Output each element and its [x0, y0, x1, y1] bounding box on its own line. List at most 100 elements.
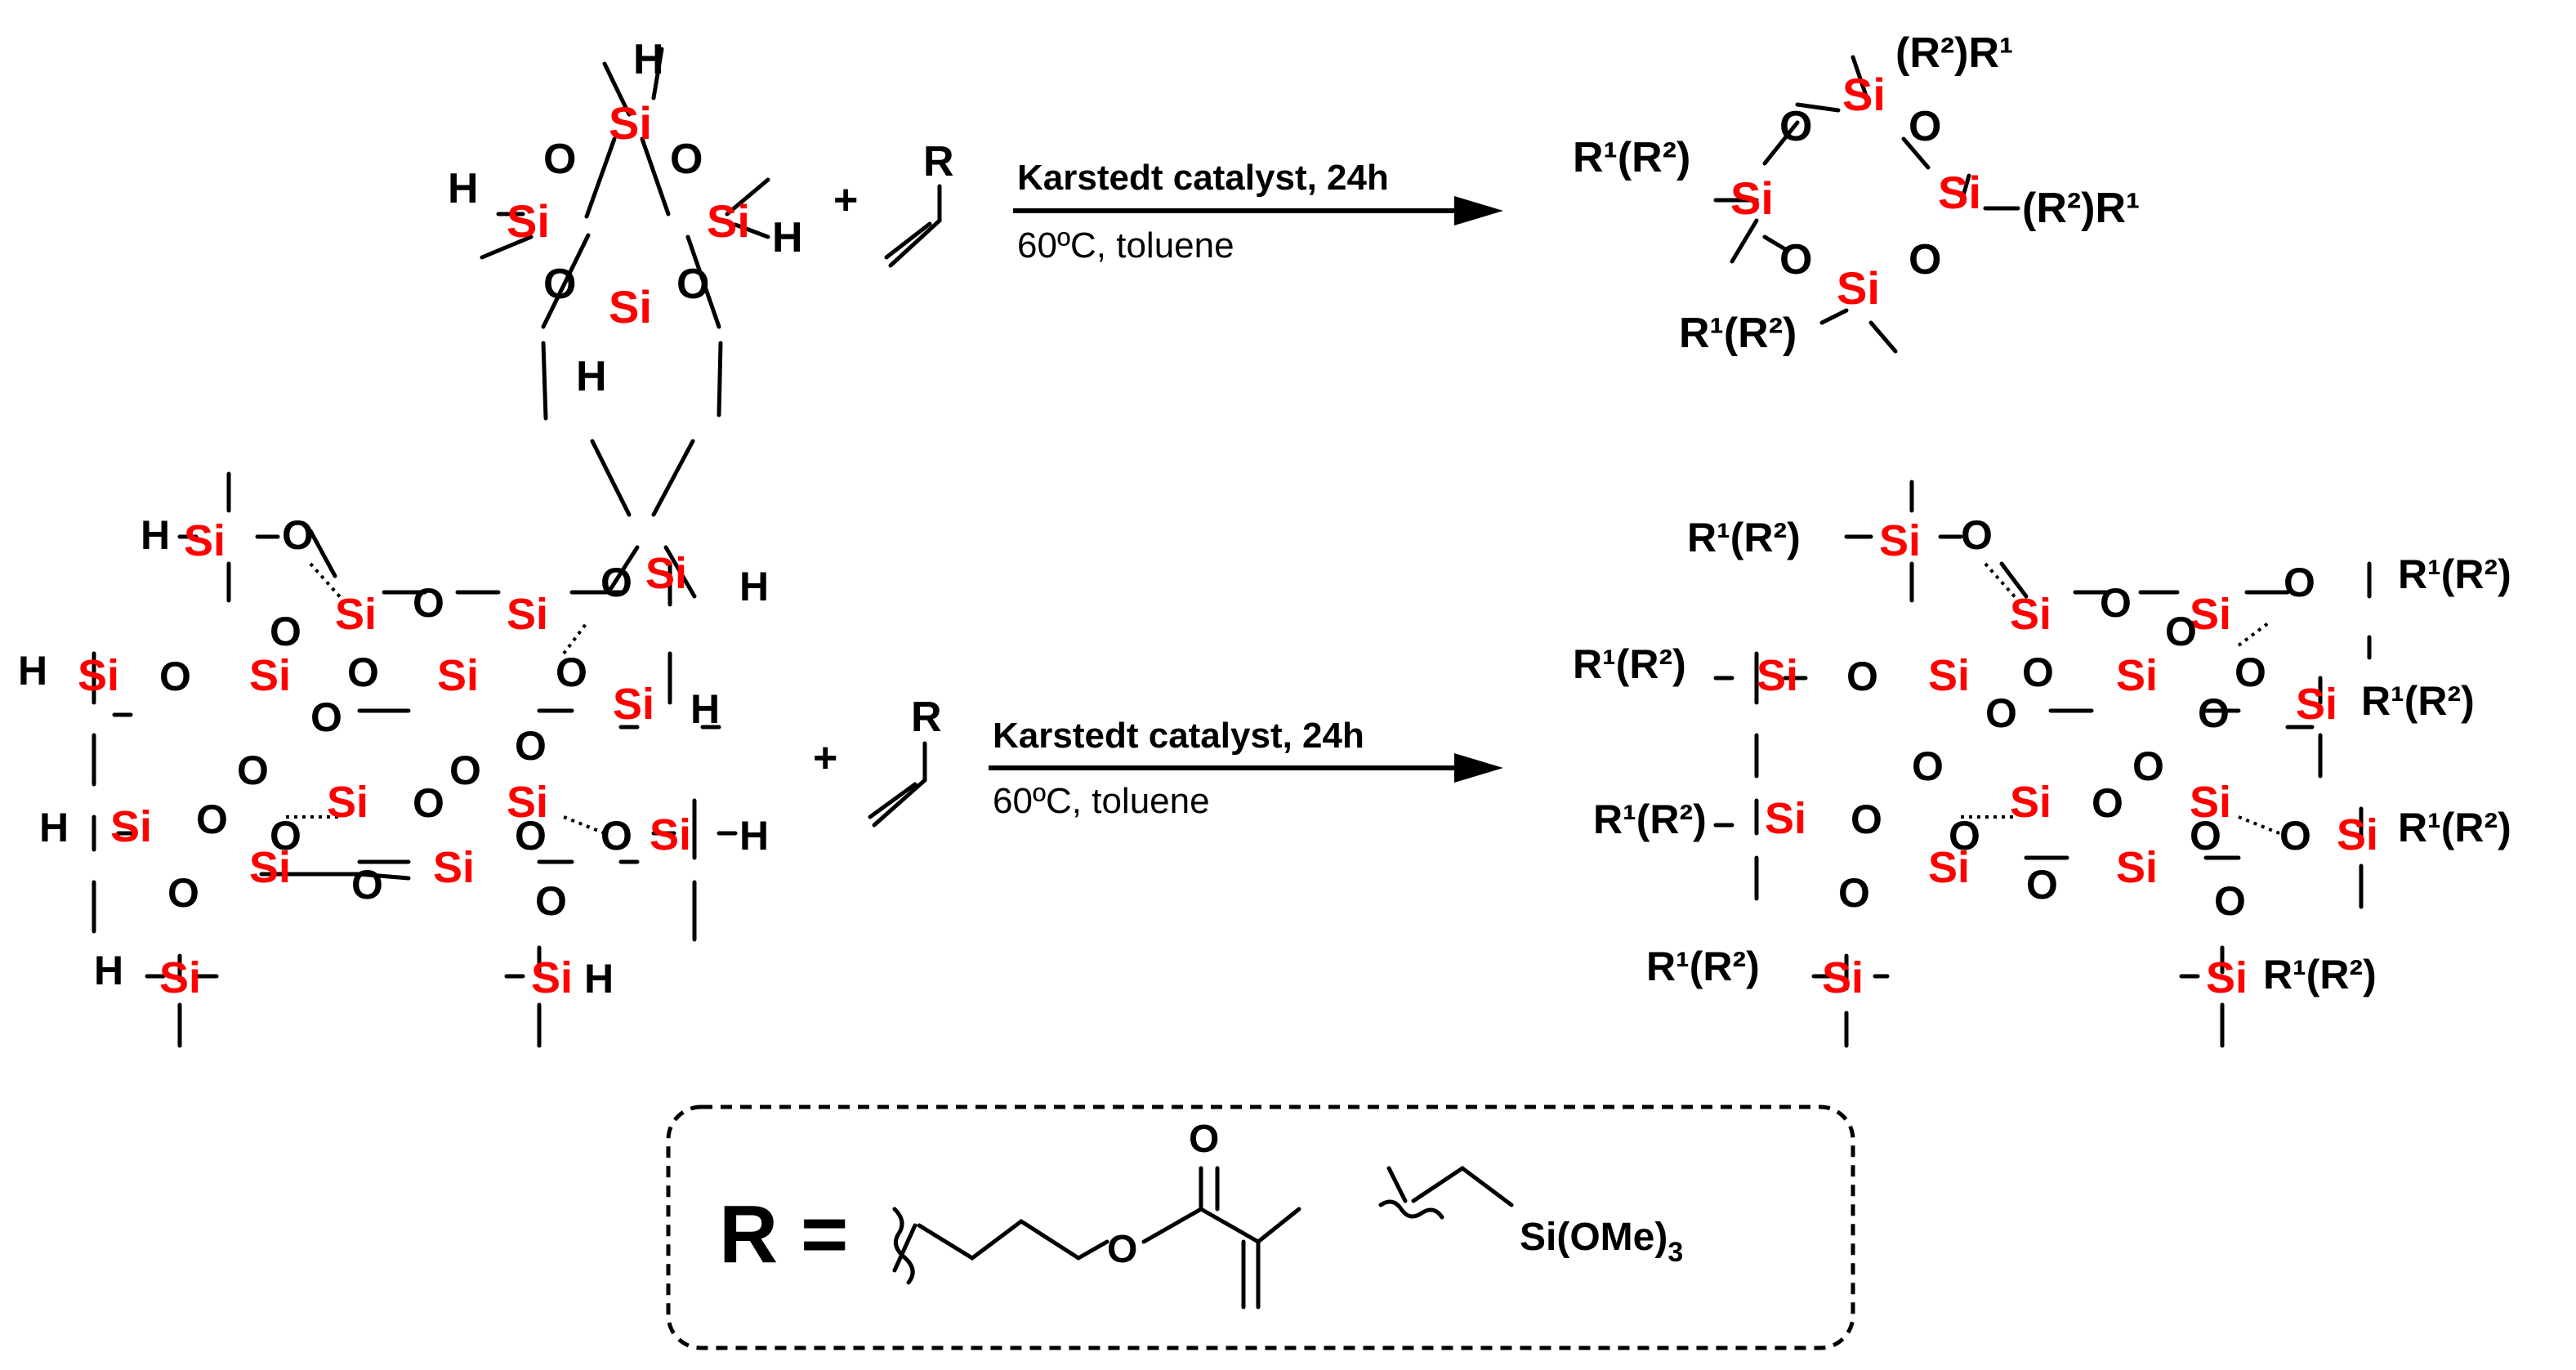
o-atom: O [1949, 813, 1980, 859]
si-atom: Si [645, 549, 687, 598]
o-atom: O [2092, 780, 2123, 826]
ester-oxygen: O [1107, 1228, 1137, 1271]
si-atom: Si [1730, 172, 1774, 224]
substituent-label: R¹(R²) [2263, 952, 2377, 997]
conditions-temp-solvent: 60ºC, toluene [993, 781, 1210, 821]
o-atom: O [1985, 690, 2017, 736]
o-atom: O [1961, 512, 1993, 558]
si-atom: Si [2296, 680, 2337, 729]
o-atom: O [2132, 743, 2164, 789]
o-atom: O [237, 747, 269, 793]
h-atom: H [141, 512, 170, 558]
si-atom: Si [1765, 794, 1806, 843]
trimethoxysilyl-text: Si(OMe) [1520, 1216, 1667, 1259]
si-atom: Si [1928, 651, 1970, 700]
trimethoxysilyl-label: Si(OMe)3 [1520, 1216, 1683, 1268]
si-atom: Si [1837, 262, 1880, 314]
o-atom: O [270, 813, 301, 859]
substituent-label: R¹(R²) [1687, 515, 1801, 560]
reactant-poss-cage: Si Si Si Si Si Si Si Si Si Si Si Si Si S… [18, 471, 769, 1048]
si-atom: Si [507, 590, 548, 639]
o-atom: O [2234, 649, 2266, 695]
si-atom: Si [1879, 516, 1921, 565]
o-atom: O [1779, 103, 1812, 150]
o-atom: O [270, 609, 301, 654]
si-atom: Si [433, 843, 475, 892]
substituent-label: R¹(R²) [1573, 641, 1686, 687]
o-atom: O [2190, 813, 2221, 859]
o-atom: O [1838, 870, 1870, 916]
o-atom: O [2026, 862, 2058, 908]
si-atom: Si [327, 778, 368, 827]
conditions-temp-solvent: 60ºC, toluene [1017, 225, 1234, 266]
si-atom: Si [184, 516, 225, 565]
h-atom: H [18, 648, 47, 694]
o-atom: O [515, 723, 547, 769]
substituent-label: R¹(R²) [1573, 134, 1690, 181]
si-atom: Si [78, 651, 119, 700]
o-atom: O [543, 261, 576, 308]
substituent-label: R¹(R²) [2398, 551, 2511, 597]
si-atom: Si [1938, 167, 1981, 218]
si-atom: Si [2010, 590, 2051, 639]
si-atom: Si [707, 195, 750, 247]
o-atom: O [2214, 878, 2246, 924]
h-atom: H [576, 353, 607, 400]
o-atom: O [1779, 236, 1812, 283]
o-atom: O [167, 870, 199, 916]
si-atom: Si [1822, 953, 1864, 1002]
si-atom: Si [531, 953, 573, 1002]
r-group-label: R [923, 138, 954, 185]
si-atom: Si [2116, 843, 2158, 892]
product-poss-cage: Si Si Si Si Si Si Si Si Si Si Si Si Si S… [1573, 480, 2511, 1048]
si-atom: Si [2010, 778, 2051, 827]
si-atom: Si [507, 195, 550, 247]
si-atom: Si [613, 680, 654, 729]
plus-sign: + [813, 734, 837, 782]
o-atom: O [2279, 813, 2311, 859]
si-atom: Si [2206, 953, 2248, 1002]
o-atom: O [556, 649, 587, 695]
o-atom: O [2198, 690, 2230, 736]
o-atom: O [2022, 649, 2054, 695]
o-atom: O [1909, 236, 1941, 283]
h-atom: H [739, 564, 769, 609]
conditions-catalyst: Karstedt catalyst, 24h [1017, 158, 1389, 198]
product-cyclosiloxane: Si Si Si Si O O O O (R²)R¹ (R²)R¹ R¹(R²)… [1573, 29, 2140, 357]
si-atom: Si [507, 778, 548, 827]
o-atom: O [351, 862, 383, 908]
h-atom: H [584, 956, 614, 1002]
o-atom: O [2284, 560, 2315, 605]
o-atom: O [535, 878, 567, 924]
substituent-label: R¹(R²) [2398, 805, 2511, 850]
substituent-label: (R²)R¹ [1895, 29, 2013, 77]
vinyl-reagent: R [884, 138, 954, 268]
si-atom: Si [2190, 590, 2231, 639]
vinyl-reagent: R [868, 694, 942, 828]
o-atom: O [1909, 103, 1941, 150]
si-atom: Si [249, 651, 291, 700]
o-atom: O [282, 512, 314, 558]
si-atom: Si [335, 590, 377, 639]
si-atom: Si [609, 97, 652, 149]
o-atom: O [600, 813, 632, 859]
si-atom: Si [2190, 778, 2231, 827]
r-group-label: R [911, 694, 942, 741]
si-atom: Si [650, 810, 691, 859]
si-atom: Si [1842, 69, 1886, 120]
reaction-arrow-2: Karstedt catalyst, 24h 60ºC, toluene [989, 716, 1503, 821]
substituent-label: R¹(R²) [1646, 944, 1760, 989]
h-atom: H [739, 813, 769, 859]
h-atom: H [690, 686, 720, 732]
si-atom: Si [2337, 810, 2378, 859]
si-atom: Si [1757, 651, 1798, 700]
r-group-legend: R = O O Si(OMe)3 [666, 1104, 1855, 1350]
o-atom: O [1846, 654, 1878, 699]
si-atom: Si [437, 651, 479, 700]
subscript-three: 3 [1667, 1237, 1683, 1268]
si-atom: Si [1928, 843, 1970, 892]
si-atom: Si [609, 281, 652, 332]
si-atom: Si [110, 802, 152, 851]
h-atom: H [448, 165, 479, 212]
